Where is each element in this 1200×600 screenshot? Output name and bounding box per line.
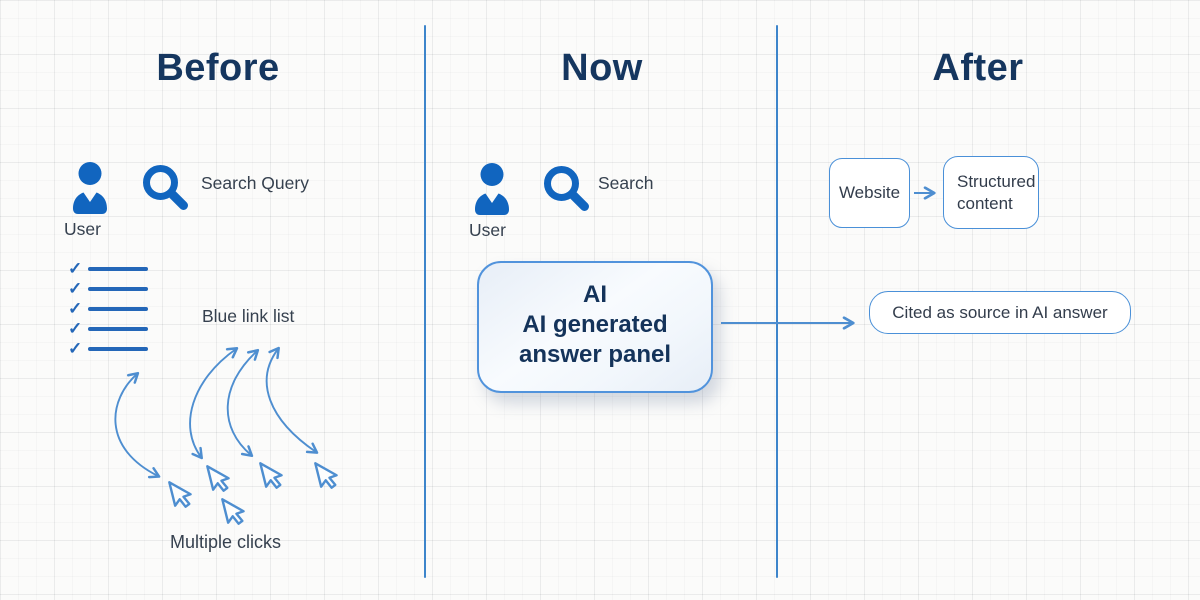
curved-arrow-2 bbox=[189, 347, 239, 460]
now-title: Now bbox=[561, 47, 643, 89]
check-icon: ✓ bbox=[68, 299, 83, 318]
link-line bbox=[88, 327, 148, 331]
after-title: After bbox=[932, 47, 1024, 89]
ai-panel-body: AI generated answer panel bbox=[518, 311, 672, 368]
ai-panel-heading: AI bbox=[583, 281, 607, 308]
curved-arrow-4 bbox=[265, 346, 319, 454]
check-icon: ✓ bbox=[68, 339, 83, 358]
column-divider-left bbox=[424, 25, 426, 578]
column-divider-right bbox=[776, 25, 778, 578]
user-icon bbox=[475, 163, 509, 215]
cited-source-node: Cited as source in AI answer bbox=[869, 291, 1131, 334]
cursor-icon bbox=[221, 498, 245, 525]
before-title: Before bbox=[156, 47, 280, 89]
now-search-label: Search bbox=[598, 173, 654, 193]
website-to-structured-arrow bbox=[914, 186, 936, 200]
multiple-clicks-label: Multiple clicks bbox=[170, 532, 282, 552]
cursor-icon bbox=[259, 462, 283, 489]
website-label: Website bbox=[838, 183, 901, 202]
cursor-icon bbox=[314, 462, 338, 489]
check-icon: ✓ bbox=[68, 319, 83, 338]
list-item: ✓ bbox=[68, 279, 148, 299]
ai-answer-panel: AI AI generated answer panel bbox=[477, 261, 713, 393]
cited-source-label: Cited as source in AI answer bbox=[892, 302, 1108, 322]
search-icon bbox=[143, 165, 188, 210]
check-icon: ✓ bbox=[68, 279, 83, 298]
list-item: ✓ bbox=[68, 319, 148, 339]
cursor-icon bbox=[206, 465, 230, 492]
blue-link-list-label: Blue link list bbox=[202, 306, 295, 326]
list-item: ✓ bbox=[68, 299, 148, 319]
before-search-label: Search Query bbox=[201, 173, 309, 193]
panel-to-cited-arrow bbox=[721, 316, 855, 330]
link-line bbox=[88, 287, 148, 291]
link-line bbox=[88, 347, 148, 351]
now-user-label: User bbox=[469, 220, 506, 240]
click-arrows bbox=[114, 346, 319, 479]
list-item: ✓ bbox=[68, 339, 148, 359]
curved-arrow-3 bbox=[226, 348, 260, 458]
website-node: Website bbox=[829, 158, 910, 228]
blue-link-list: ✓ ✓ ✓ ✓ ✓ bbox=[68, 259, 148, 359]
structured-content-node: Structured content bbox=[943, 156, 1039, 229]
structured-content-label: Structured content bbox=[957, 171, 1036, 213]
check-icon: ✓ bbox=[68, 259, 83, 278]
search-icon bbox=[544, 166, 589, 211]
before-user-label: User bbox=[64, 219, 101, 239]
list-item: ✓ bbox=[68, 259, 148, 279]
curved-arrow-1 bbox=[114, 371, 161, 479]
link-line bbox=[88, 267, 148, 271]
link-line bbox=[88, 307, 148, 311]
user-icon bbox=[73, 162, 107, 214]
cursor-icon bbox=[168, 481, 192, 508]
